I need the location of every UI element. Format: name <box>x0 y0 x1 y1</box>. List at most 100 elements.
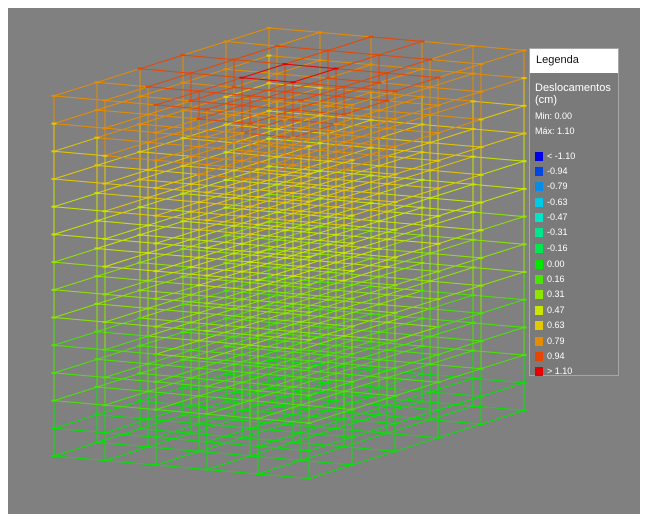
frame-node <box>290 441 296 444</box>
frame-node <box>145 85 151 88</box>
frame-member <box>394 381 439 397</box>
frame-member <box>96 81 149 88</box>
frame-node <box>478 63 484 65</box>
frame-member <box>480 271 525 287</box>
frame-node <box>341 390 347 393</box>
frame-member <box>335 331 380 347</box>
frame-member <box>104 404 157 411</box>
frame-member <box>139 276 184 291</box>
frame-node <box>521 215 527 218</box>
frame-node <box>266 331 272 334</box>
frame-node <box>137 206 143 209</box>
structural-frame-model[interactable] <box>8 8 640 514</box>
frame-node <box>317 308 323 311</box>
frame-node <box>239 298 245 301</box>
frame-node <box>274 183 280 186</box>
frame-member <box>480 49 525 65</box>
frame-member <box>147 211 192 226</box>
frame-member <box>198 132 243 148</box>
frame-member <box>378 317 423 333</box>
legend-entry-label: -0.63 <box>547 197 568 207</box>
frame-node <box>290 385 296 388</box>
legend-title-bar[interactable]: Legenda <box>530 49 618 73</box>
frame-member <box>53 206 106 212</box>
frame-member <box>437 285 482 300</box>
frame-member <box>104 169 149 184</box>
frame-member <box>257 224 310 230</box>
frame-node <box>180 414 186 417</box>
frame-node <box>470 321 476 324</box>
frame-member <box>139 303 184 319</box>
frame-member <box>206 372 251 387</box>
frame-node <box>478 256 484 259</box>
frame-member <box>139 137 184 153</box>
frame-member <box>343 405 388 420</box>
frame-node <box>298 320 304 323</box>
frame-member <box>335 359 380 374</box>
frame-node <box>102 348 108 351</box>
frame-node <box>231 363 237 366</box>
frame-node <box>521 49 527 52</box>
frame-node <box>247 233 253 236</box>
frame-member <box>104 293 157 300</box>
frame-member <box>378 290 423 305</box>
frame-node <box>333 67 339 70</box>
frame-member <box>190 197 235 213</box>
frame-node <box>231 169 237 172</box>
legend-entry-label: 0.31 <box>547 289 565 299</box>
frame-node <box>376 164 382 167</box>
3d-viewport[interactable]: Legenda Deslocamentos (cm) Min: 0.00 Máx… <box>8 8 640 514</box>
frame-member <box>147 100 192 115</box>
frame-member <box>327 64 372 79</box>
frame-node <box>376 414 382 417</box>
frame-node <box>521 381 527 384</box>
frame-member <box>327 50 380 56</box>
frame-member <box>378 262 423 278</box>
frame-member <box>429 405 474 421</box>
frame-member <box>53 358 98 374</box>
frame-node <box>470 294 476 297</box>
frame-node <box>255 417 261 420</box>
frame-member <box>155 326 208 332</box>
frame-member <box>343 128 388 143</box>
frame-node <box>137 317 143 319</box>
frame-node <box>239 436 245 439</box>
frame-node <box>368 119 374 121</box>
frame-member <box>351 256 396 272</box>
frame-node <box>255 445 261 448</box>
frame-member <box>147 405 192 420</box>
frame-member <box>104 86 149 101</box>
frame-node <box>298 404 304 406</box>
frame-node <box>204 191 210 194</box>
frame-member <box>394 160 439 175</box>
frame-member <box>480 160 525 176</box>
frame-member <box>53 95 106 101</box>
frame-member <box>155 353 208 360</box>
frame-node <box>317 197 323 200</box>
frame-node <box>333 123 339 125</box>
frame-member <box>437 118 482 134</box>
frame-node <box>255 279 261 282</box>
frame-member <box>198 215 243 231</box>
frame-node <box>470 377 476 380</box>
frame-node <box>341 251 347 254</box>
frame-node <box>470 155 476 158</box>
frame-member <box>437 174 482 189</box>
frame-member <box>394 243 439 258</box>
frame-node <box>349 242 355 245</box>
frame-member <box>394 271 439 286</box>
frame-member <box>225 41 278 47</box>
frame-node <box>188 293 194 296</box>
frame-member <box>300 390 345 406</box>
frame-node <box>102 293 108 296</box>
frame-node <box>306 311 312 314</box>
frame-node <box>180 192 186 195</box>
frame-node <box>333 316 339 319</box>
frame-node <box>368 35 374 38</box>
frame-member <box>53 372 106 378</box>
frame-node <box>153 325 159 328</box>
frame-node <box>204 357 210 360</box>
frame-node <box>306 339 312 341</box>
frame-member <box>308 298 353 313</box>
frame-member <box>292 372 337 388</box>
